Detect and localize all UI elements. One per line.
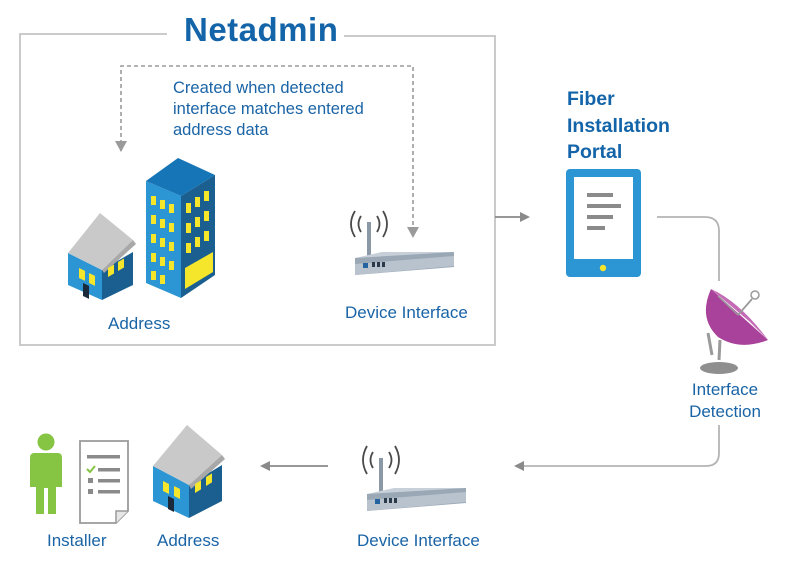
match-note: Created when detected interface matches … — [173, 79, 364, 139]
installer-person-icon — [30, 433, 62, 514]
satellite-dish-icon — [700, 289, 768, 374]
device-interface-bottom-label: Device Interface — [357, 531, 480, 550]
device-interface-bottom-router-icon — [362, 445, 466, 511]
checklist-document-icon — [79, 440, 129, 524]
line-to-bottom-device — [514, 425, 720, 471]
installer-label: Installer — [47, 531, 107, 550]
portal-label: Fiber Installation Portal — [567, 88, 670, 163]
netadmin-title: Netadmin — [184, 11, 339, 48]
address-top-label: Address — [108, 314, 171, 333]
address-top-building-icon — [68, 158, 215, 300]
interface-detection-label: Interface Detection — [689, 380, 761, 421]
tablet-icon — [566, 169, 641, 277]
address-bottom-label: Address — [157, 531, 220, 550]
device-interface-top-label: Device Interface — [345, 303, 468, 322]
line-to-detection — [657, 216, 720, 281]
dashed-match-arrows — [115, 65, 419, 238]
netadmin-box — [19, 33, 496, 346]
address-bottom-house-icon — [153, 425, 225, 518]
device-interface-top-router-icon — [350, 210, 454, 275]
